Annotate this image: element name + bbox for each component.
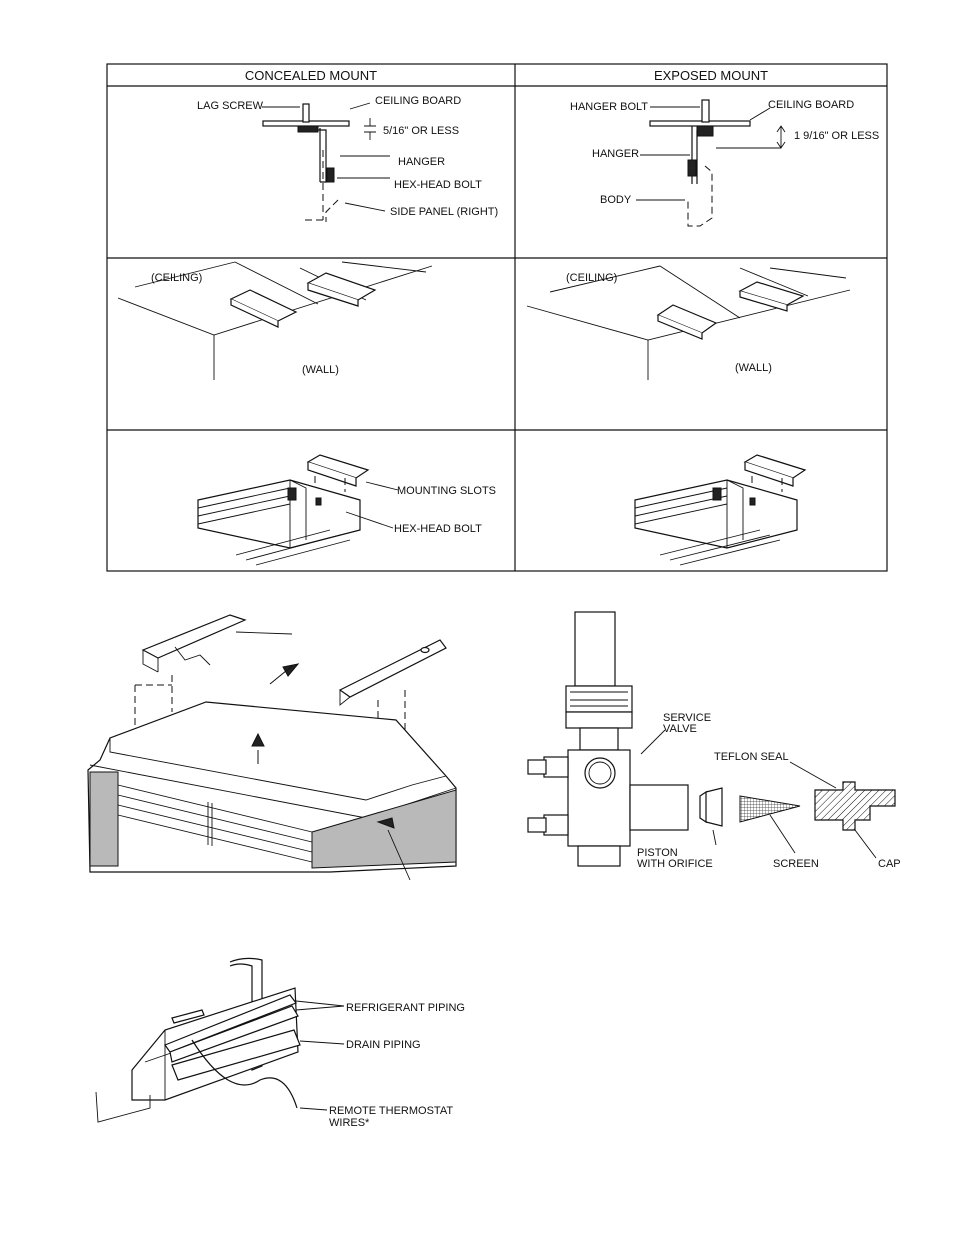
exposed-unit-end <box>634 454 807 566</box>
service-valve-drawing: SERVICE VALVE TEFLON SEAL PISTON WITH OR… <box>527 611 901 870</box>
mounting-slots-label: MOUNTING SLOTS <box>397 485 496 497</box>
service-valve-label-1: SERVICE <box>663 712 711 724</box>
clearance-label: 5/16" OR LESS <box>383 125 459 137</box>
hanger-label-exposed: HANGER <box>592 148 639 160</box>
thermostat-wires-label-1: REMOTE THERMOSTAT <box>329 1105 453 1117</box>
wall-label-exposed: (WALL) <box>735 362 772 374</box>
teflon-seal-label: TEFLON SEAL <box>714 751 789 763</box>
hex-head-bolt-label-row3: HEX-HEAD BOLT <box>394 523 482 535</box>
wall-label: (WALL) <box>302 364 339 376</box>
side-panel-label: SIDE PANEL (RIGHT) <box>390 206 498 218</box>
concealed-unit-end: MOUNTING SLOTS HEX-HEAD BOLT <box>197 454 496 566</box>
piston-label-2: WITH ORIFICE <box>637 858 713 870</box>
lag-screw-label: LAG SCREW <box>197 100 264 112</box>
exposed-mount-header: EXPOSED MOUNT <box>654 68 768 83</box>
mount-table: CONCEALED MOUNT EXPOSED MOUNT LAG SCREW … <box>106 63 888 572</box>
refrigerant-piping-label: REFRIGERANT PIPING <box>346 1002 465 1014</box>
thermostat-wires-label-2: WIRES* <box>329 1117 370 1129</box>
exposed-hanger-detail: HANGER BOLT CEILING BOARD 1 9/16" OR LES… <box>570 99 879 227</box>
ceiling-label: (CEILING) <box>151 272 202 284</box>
service-valve-label-2: VALVE <box>663 723 697 735</box>
piston-label-1: PISTON <box>637 847 678 859</box>
exposed-ceiling-view: (CEILING) (WALL) <box>526 265 851 380</box>
drain-piping-label: DRAIN PIPING <box>346 1039 421 1051</box>
hanger-label: HANGER <box>398 156 445 168</box>
cap-label: CAP <box>878 858 901 870</box>
hanger-bolt-label: HANGER BOLT <box>570 101 648 113</box>
concealed-hanger-detail: LAG SCREW CEILING BOARD 5/16" OR LESS HA… <box>197 95 498 222</box>
ceiling-board-label-exposed: CEILING BOARD <box>768 99 854 111</box>
hex-head-bolt-label: HEX-HEAD BOLT <box>394 179 482 191</box>
screen-label: SCREEN <box>773 858 819 870</box>
ceiling-board-label: CEILING BOARD <box>375 95 461 107</box>
clearance-label-exposed: 1 9/16" OR LESS <box>794 130 879 142</box>
piping-drawing: REFRIGERANT PIPING DRAIN PIPING REMOTE T… <box>95 957 465 1129</box>
concealed-mount-header: CONCEALED MOUNT <box>245 68 377 83</box>
ceiling-label-exposed: (CEILING) <box>566 272 617 284</box>
body-label: BODY <box>600 194 632 206</box>
concealed-ceiling-view: (CEILING) (WALL) <box>117 261 433 380</box>
unit-assembly-drawing <box>87 614 457 881</box>
